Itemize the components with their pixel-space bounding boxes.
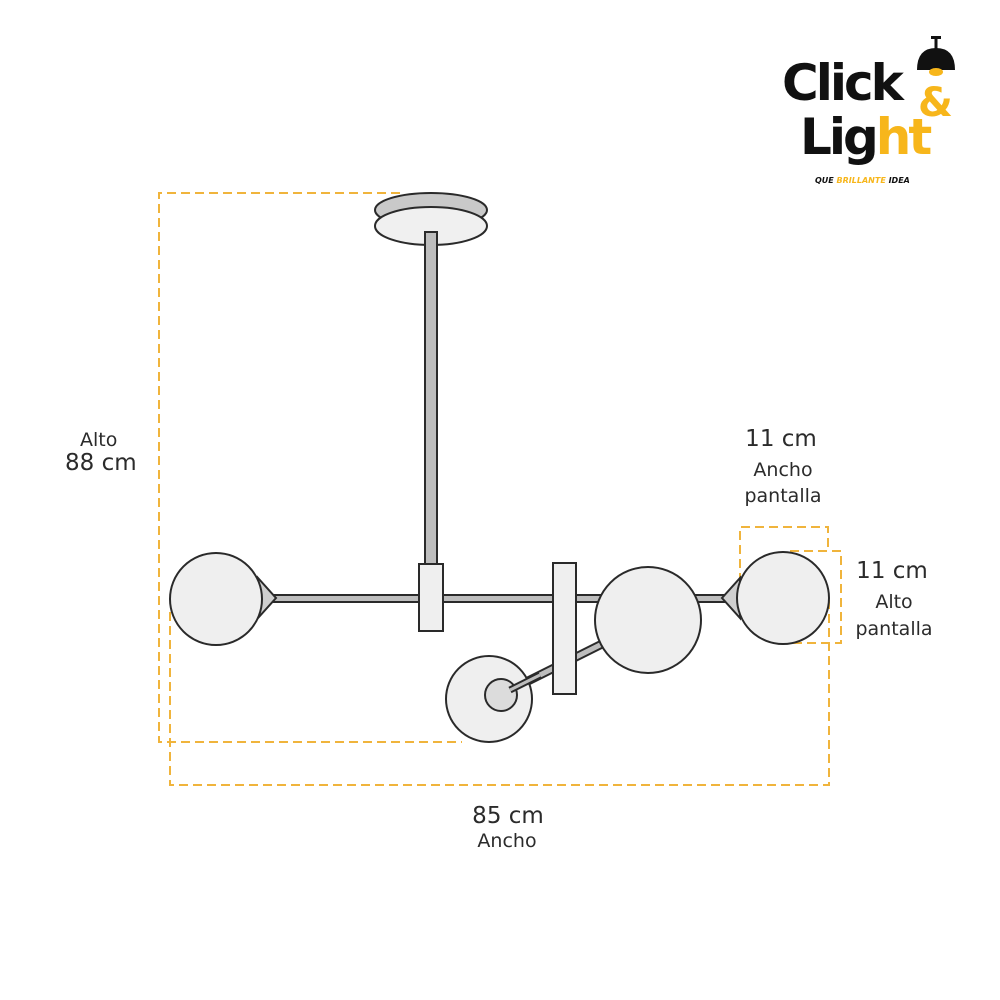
left-globe (169, 552, 263, 646)
secondary-hub (552, 562, 577, 695)
shade-width-value: 11 cm (745, 426, 817, 452)
height-label: Alto (80, 429, 118, 451)
tagline-highlight: BRILLANTE (836, 176, 886, 185)
shade-height-value: 11 cm (856, 558, 928, 584)
width-dimension-box (169, 598, 830, 786)
center-hub (418, 563, 444, 632)
shade-height-label-line1: Alto (875, 591, 913, 613)
logo-word-click: Click (782, 54, 904, 112)
logo-word-light-dark: Lig (800, 108, 879, 166)
center-right-globe (594, 566, 702, 674)
right-globe (736, 551, 830, 645)
logo-ampersand: & (918, 80, 953, 126)
shade-width-label-line2: pantalla (744, 485, 822, 507)
dimension-lines (158, 192, 842, 786)
stem-rod (424, 231, 438, 565)
logo-word-light-yellow: ht (875, 108, 932, 166)
tagline-pre: QUE (815, 176, 837, 185)
brand-logo (917, 36, 955, 76)
height-dimension-box (158, 192, 462, 743)
lamp (169, 192, 830, 743)
height-value: 88 cm (65, 450, 137, 476)
shade-height-label-line2: pantalla (855, 618, 933, 640)
width-label: Ancho (477, 830, 537, 852)
tagline-post: IDEA (885, 176, 910, 185)
ceiling-canopy (374, 192, 488, 246)
shade-width-dimension-box (739, 526, 829, 596)
pendant-lamp-icon (917, 36, 955, 76)
logo-tagline: QUE BRILLANTE IDEA (815, 176, 910, 185)
lower-globe-socket (484, 678, 518, 712)
width-value: 85 cm (472, 803, 544, 829)
shade-width-label-line1: Ancho (753, 459, 813, 481)
